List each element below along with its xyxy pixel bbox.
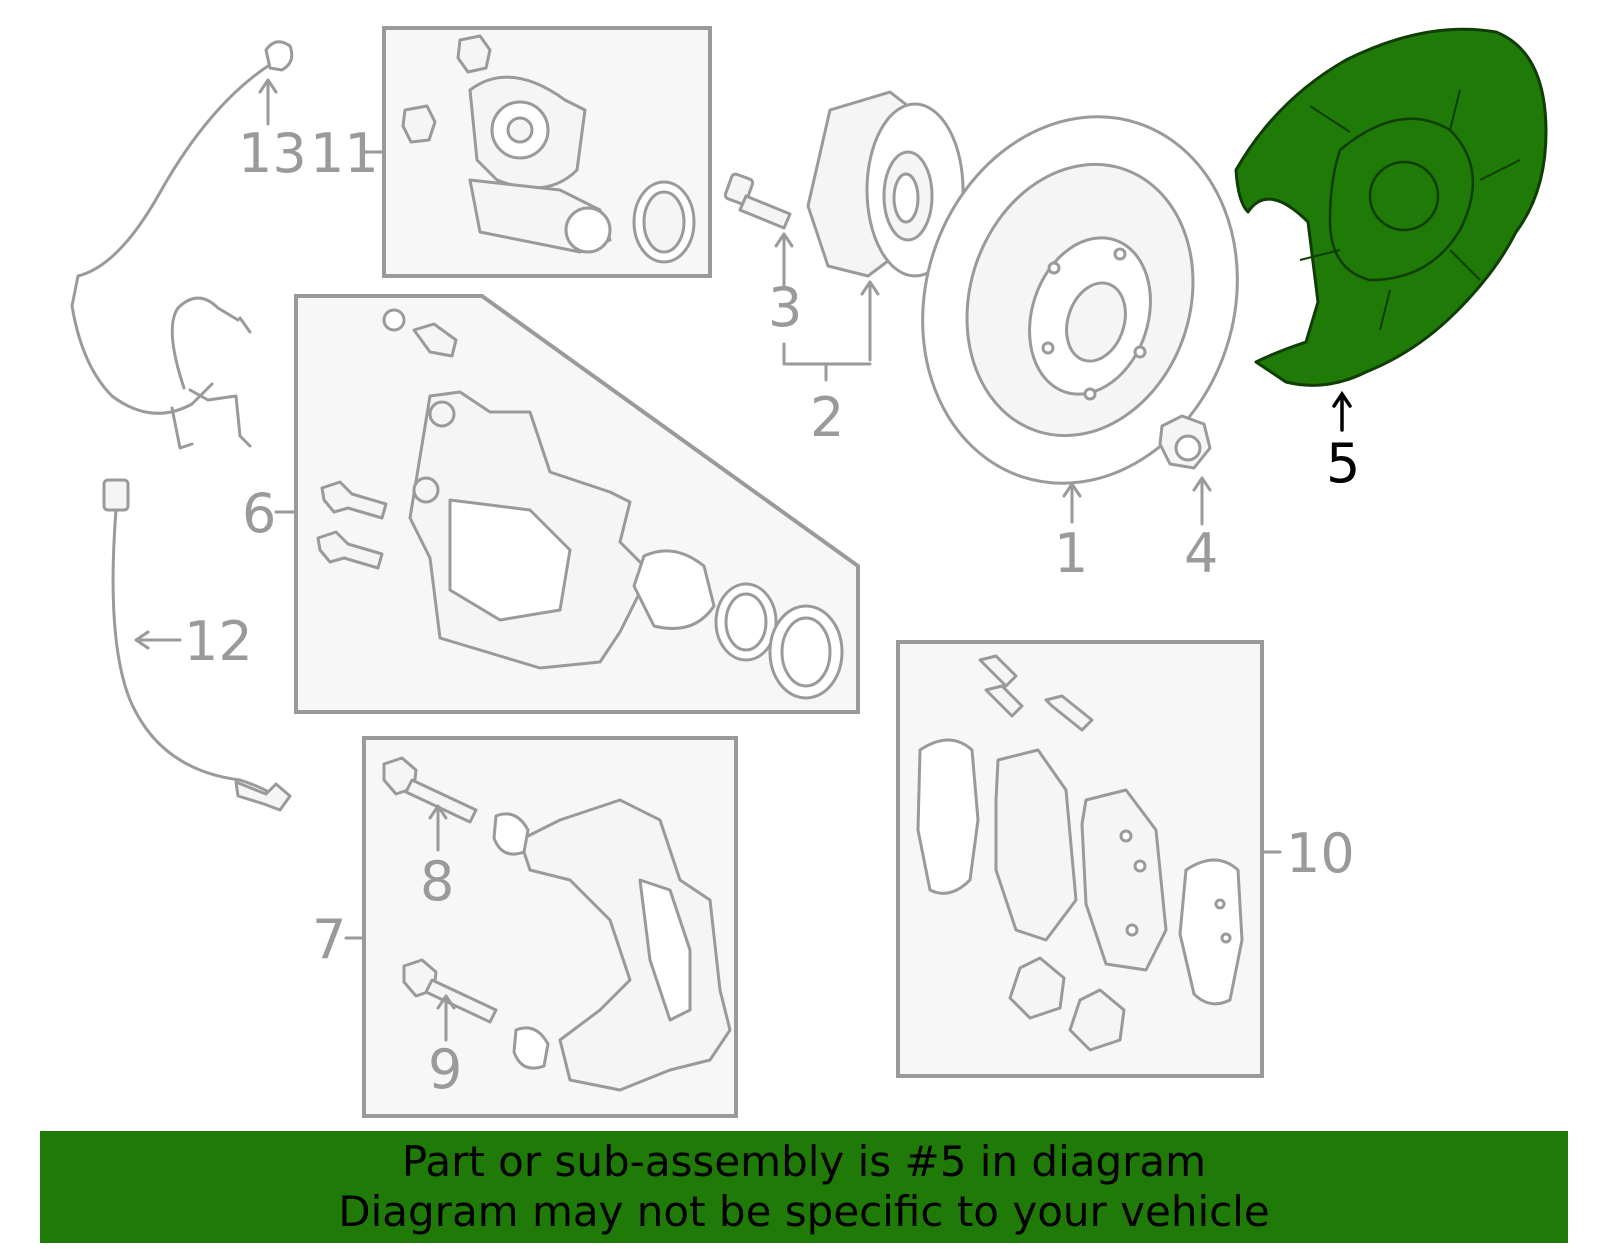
callout-6: 6 <box>242 482 276 545</box>
part-2-hub-bearing[interactable] <box>806 90 965 278</box>
part-13-sensor-harness[interactable] <box>70 40 294 450</box>
part-3-hub-bolt[interactable] <box>723 172 792 230</box>
part-4-hub-nut[interactable] <box>1158 414 1212 470</box>
callout-10: 10 <box>1286 822 1355 885</box>
callout-7: 7 <box>312 908 346 971</box>
part-5-dust-shield[interactable] <box>1234 27 1548 387</box>
callout-8: 8 <box>420 850 454 913</box>
callout-4: 4 <box>1184 522 1218 585</box>
banner-line-2: Diagram may not be specific to your vehi… <box>338 1187 1270 1236</box>
part-7-caliper-bracket[interactable] <box>518 798 732 1092</box>
part-6-caliper[interactable] <box>316 308 844 700</box>
banner-line-1: Part or sub-assembly is #5 in diagram <box>401 1137 1207 1186</box>
callout-12: 12 <box>184 610 253 673</box>
callout-2: 2 <box>810 386 844 449</box>
part-12-brake-hose[interactable] <box>102 478 292 812</box>
part-8-guide-pin[interactable] <box>382 756 530 856</box>
callout-3: 3 <box>768 276 802 339</box>
part-9-guide-pin[interactable] <box>402 958 550 1070</box>
callout-9: 9 <box>428 1038 462 1101</box>
callout-5: 5 <box>1326 432 1360 495</box>
callout-11: 11 <box>310 122 379 185</box>
part-10-brake-pads[interactable] <box>916 654 1244 1052</box>
part-11-motor[interactable] <box>401 34 696 264</box>
callout-13: 13 <box>238 122 307 185</box>
info-banner: Part or sub-assembly is #5 in diagram Di… <box>40 1131 1568 1243</box>
part-1-rotor[interactable] <box>876 76 1284 525</box>
callout-1: 1 <box>1054 522 1088 585</box>
